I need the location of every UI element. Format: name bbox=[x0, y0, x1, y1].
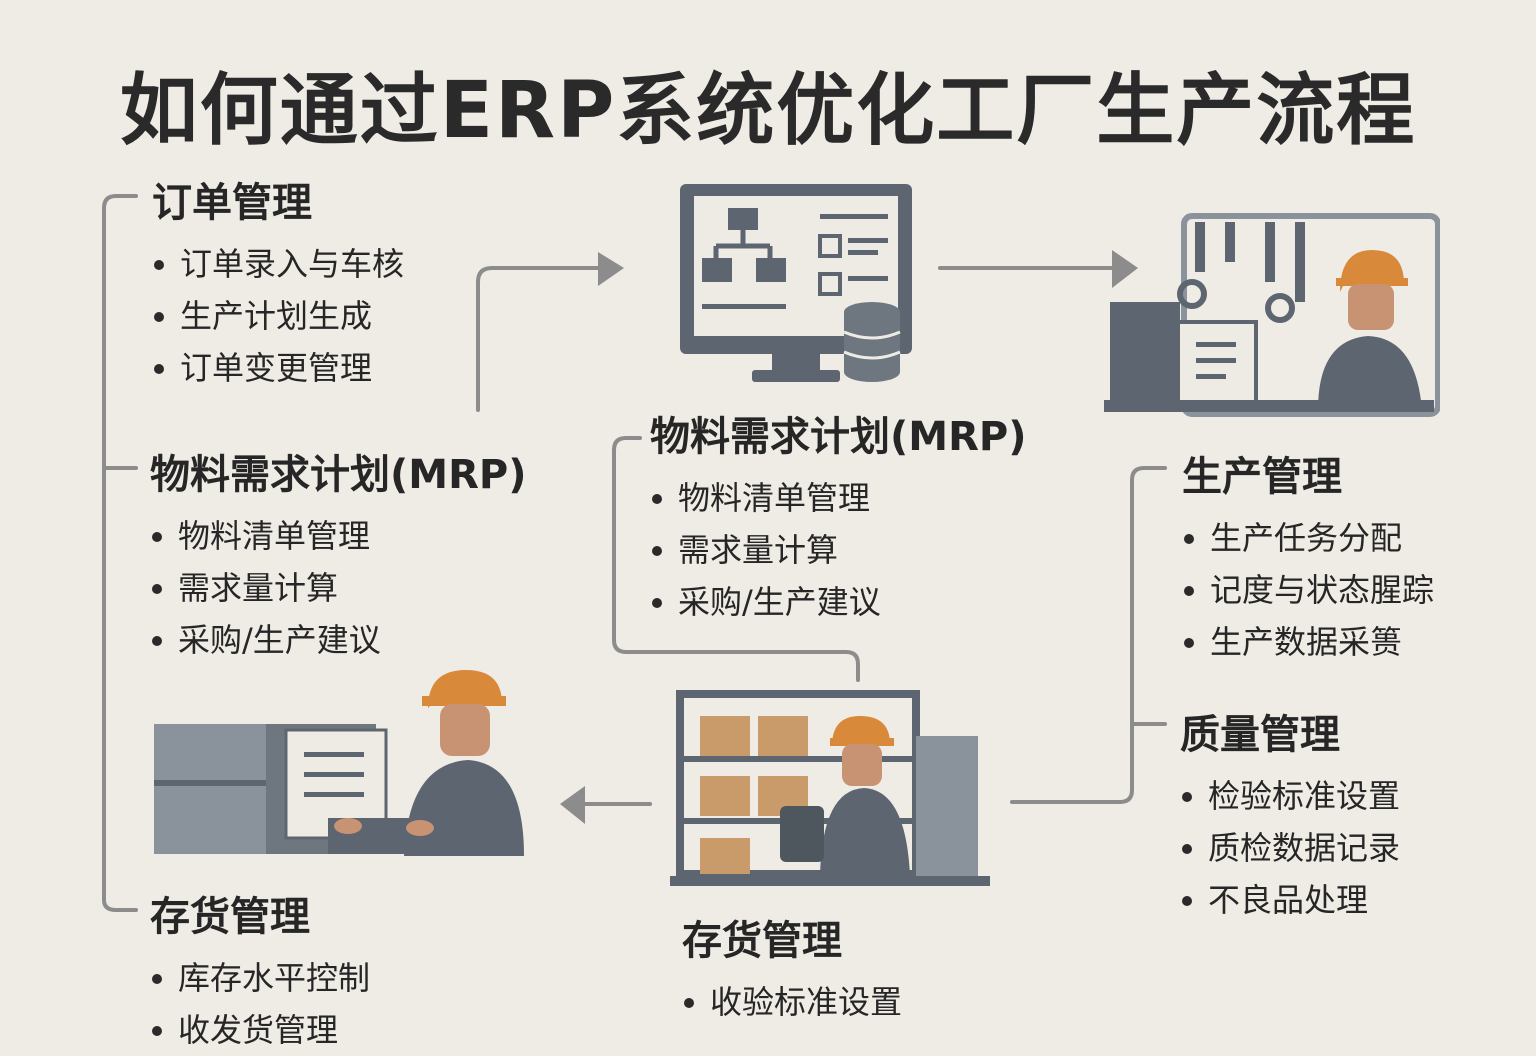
section-inventory-left: 存货管理 库存水平控制 收发货管理 bbox=[150, 884, 370, 1056]
list-item: 采购/生产建议 bbox=[650, 576, 1026, 628]
erp-monitor-icon bbox=[680, 184, 912, 382]
section-quality-management: 质量管理 检验标准设置 质检数据记录 不良品处理 bbox=[1180, 702, 1400, 926]
section-heading: 生产管理 bbox=[1182, 454, 1342, 500]
section-heading: 存货管理 bbox=[150, 894, 310, 940]
list-item: 生产计划生成 bbox=[152, 290, 404, 342]
section-heading: 订单管理 bbox=[152, 180, 312, 226]
list-item: 物料清单管理 bbox=[650, 472, 1026, 524]
list-item: 记度与状态腥踪 bbox=[1182, 564, 1434, 616]
section-heading: 物料需求计划(MRP) bbox=[650, 414, 1027, 460]
right-bracket bbox=[1010, 466, 1167, 804]
arrow-to-erp bbox=[476, 266, 602, 412]
list-item: 需求量计算 bbox=[650, 524, 1026, 576]
list-item: 需求量计算 bbox=[150, 562, 526, 614]
section-order-management: 订单管理 订单录入与车核 生产计划生成 订单变更管理 bbox=[152, 170, 404, 394]
section-mrp-center: 物料需求计划(MRP) 物料清单管理 需求量计算 采购/生产建议 bbox=[650, 404, 1026, 628]
list-item: 检验标准设置 bbox=[1180, 770, 1400, 822]
section-heading: 质量管理 bbox=[1180, 712, 1340, 758]
left-bracket bbox=[102, 194, 138, 912]
list-item: 订单录入与车核 bbox=[152, 238, 404, 290]
list-item: 物料清单管理 bbox=[150, 510, 526, 562]
connector-lines bbox=[102, 194, 1167, 912]
warehouse-worker-icon bbox=[154, 670, 524, 856]
section-mrp-left: 物料需求计划(MRP) 物料清单管理 需求量计算 采购/生产建议 bbox=[150, 442, 526, 666]
list-item: 订单变更管理 bbox=[152, 342, 404, 394]
list-item: 库存水平控制 bbox=[150, 952, 370, 1004]
list-item: 不良品处理 bbox=[1180, 874, 1400, 926]
list-item: 生产任务分配 bbox=[1182, 512, 1434, 564]
section-inventory-center: 存货管理 收验标准设置 bbox=[682, 908, 902, 1028]
list-item: 质检数据记录 bbox=[1180, 822, 1400, 874]
list-item: 收验标准设置 bbox=[682, 976, 902, 1028]
section-production-management: 生产管理 生产任务分配 记度与状态腥踪 生产数据采篑 bbox=[1182, 444, 1434, 668]
production-worker-icon bbox=[1104, 213, 1440, 417]
section-heading: 存货管理 bbox=[682, 918, 842, 964]
mrp-connector bbox=[612, 436, 860, 682]
list-item: 采购/生产建议 bbox=[150, 614, 526, 666]
list-item: 收发货管理 bbox=[150, 1004, 370, 1056]
section-heading: 物料需求计划(MRP) bbox=[150, 452, 527, 498]
inventory-shelf-icon bbox=[670, 690, 990, 886]
list-item: 生产数据采篑 bbox=[1182, 616, 1434, 668]
page-title: 如何通过ERP系统优化工厂生产流程 bbox=[119, 66, 1417, 156]
